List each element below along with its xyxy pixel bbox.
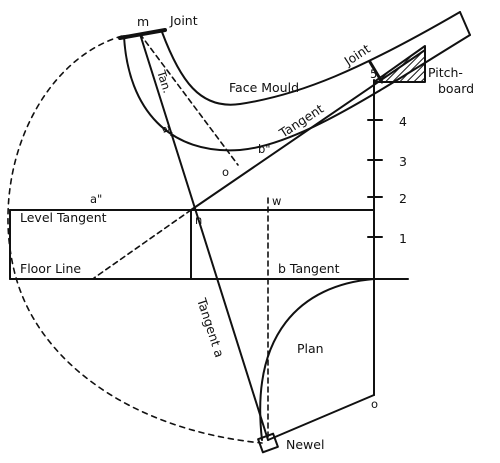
newel-label: Newel [286, 437, 324, 452]
riser-4-label: 4 [399, 114, 407, 129]
n-label: n [195, 213, 202, 227]
construction-circle-arc [7, 35, 263, 444]
newel-post [257, 432, 279, 454]
face-mould-outer-curve [161, 11, 461, 106]
o-upper-label: o [222, 165, 229, 179]
a-double-prime-left-label: a" [90, 192, 102, 206]
b-double-prime-label: b" [258, 142, 271, 156]
floor-line-label: Floor Line [20, 261, 81, 276]
w-label: w [272, 194, 281, 208]
top-joint-bar [118, 28, 167, 40]
riser-3-label: 3 [399, 154, 407, 169]
plan-bottom-edge [267, 394, 375, 441]
pitchboard-label-1: Pitch- [428, 65, 463, 80]
plan-label: Plan [297, 341, 324, 356]
five-label: 5 [370, 67, 377, 81]
joint-right-label: Joint [341, 41, 373, 69]
b-tangent-label: b Tangent [278, 261, 340, 276]
level-tangent-label: Level Tangent [20, 210, 107, 225]
joint-top-label: Joint [169, 13, 198, 28]
mould-end-cap [459, 11, 471, 36]
riser-2-label: 2 [399, 191, 407, 206]
o-lower-label: o [371, 397, 378, 411]
pitchboard-triangle [373, 45, 426, 83]
dashed-diagonal-m-o [139, 33, 239, 166]
riser-1-label: 1 [399, 231, 407, 246]
tangent-a-label: Tangent a [194, 295, 227, 359]
pitchboard-label-2: board [438, 81, 474, 96]
a-double-prime-upper-label: a" [159, 124, 176, 140]
face-mould-label: Face Mould [229, 80, 299, 95]
plan-quarter-circle [259, 278, 375, 441]
tangent-a-line [139, 33, 269, 441]
m-label: m [137, 14, 149, 29]
dashed-tangent-extension [93, 209, 192, 279]
